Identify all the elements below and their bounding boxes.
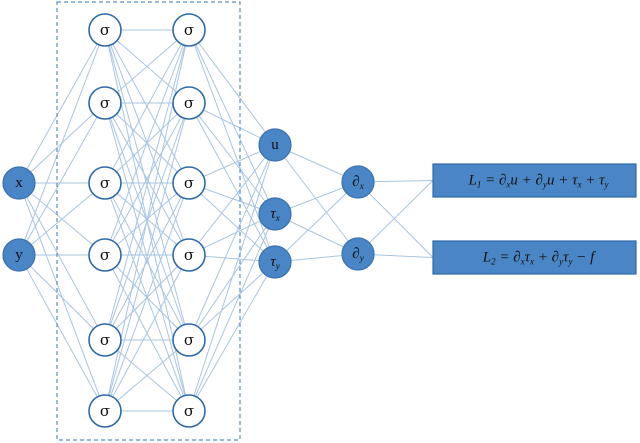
hidden-layer-1-neuron: σ bbox=[88, 166, 122, 200]
edge-input-hidden1 bbox=[18, 254, 106, 412]
edge-hidden1-hidden2 bbox=[104, 29, 190, 104]
output-label-tau_y: τy bbox=[270, 254, 279, 271]
input-node-y: y bbox=[2, 238, 36, 272]
edge-hidden2-output bbox=[188, 261, 276, 412]
hidden-layer-1-neuron: σ bbox=[88, 13, 122, 47]
output-node-tau_y: τy bbox=[258, 245, 292, 279]
edge-hidden2-output bbox=[188, 144, 276, 412]
edge-hidden1-hidden2 bbox=[104, 339, 190, 412]
edge-hidden1-hidden2 bbox=[104, 29, 190, 341]
network-nodes: x y σ σ σ σ σ σ σ σ σ σ σ σ u τx τy ∂x ∂y bbox=[2, 13, 375, 428]
edge-derivative-loss bbox=[357, 181, 434, 258]
hidden-layer-1-neuron: σ bbox=[88, 323, 122, 357]
hidden-layer-2-neuron: σ bbox=[172, 166, 206, 200]
input-node-x: x bbox=[2, 166, 36, 200]
edge-hidden1-hidden2 bbox=[104, 102, 190, 412]
sigma-label: σ bbox=[184, 246, 194, 264]
derivative-label-dx: ∂x bbox=[352, 174, 363, 191]
edge-derivative-loss bbox=[357, 180, 434, 255]
edge-input-hidden1 bbox=[18, 254, 106, 341]
edge-hidden2-output bbox=[188, 29, 276, 146]
edge-hidden2-output bbox=[188, 29, 276, 263]
loss-equation-L1: L1 = ∂xu + ∂yu + τx + τy bbox=[468, 173, 609, 190]
sigma-label: σ bbox=[184, 21, 194, 39]
edge-output-derivative bbox=[274, 144, 359, 255]
edge-input-hidden1 bbox=[18, 29, 106, 256]
edge-hidden2-output bbox=[188, 144, 276, 256]
sigma-label: σ bbox=[100, 402, 110, 420]
sigma-label: σ bbox=[100, 246, 110, 264]
loss-box-L1: L1 = ∂xu + ∂yu + τx + τy bbox=[432, 163, 637, 198]
hidden-layer-2-neuron: σ bbox=[172, 394, 206, 428]
edge-hidden1-hidden2 bbox=[104, 182, 190, 412]
edge-hidden2-output bbox=[188, 213, 276, 412]
hidden-layer-2-neuron: σ bbox=[172, 86, 206, 120]
input-label-y: y bbox=[15, 247, 23, 263]
edge-input-hidden1 bbox=[18, 102, 106, 256]
sigma-label: σ bbox=[184, 94, 194, 112]
edge-input-hidden1 bbox=[18, 182, 106, 256]
sigma-label: σ bbox=[100, 331, 110, 349]
edge-input-hidden1 bbox=[18, 29, 106, 184]
hidden-layers-dashed-box bbox=[56, 1, 241, 441]
hidden-layer-1-neuron: σ bbox=[88, 86, 122, 120]
edge-hidden2-output bbox=[188, 182, 276, 263]
hidden-layer-1-neuron: σ bbox=[88, 238, 122, 272]
sigma-label: σ bbox=[100, 174, 110, 192]
edge-hidden1-hidden2 bbox=[104, 102, 190, 256]
edge-hidden1-hidden2 bbox=[104, 182, 190, 341]
sigma-label: σ bbox=[100, 94, 110, 112]
edge-hidden2-output bbox=[188, 29, 276, 215]
loss-equation-L2: L2 = ∂xτx + ∂yτy − f bbox=[482, 250, 596, 267]
derivative-node-dy: ∂y bbox=[341, 237, 375, 271]
loss-equations: L1 = ∂xu + ∂yu + τx + τy L2 = ∂xτx + ∂yτy… bbox=[432, 163, 637, 275]
edge-hidden2-output bbox=[188, 102, 276, 215]
edge-input-hidden1 bbox=[18, 182, 106, 341]
hidden-layer-2-neuron: σ bbox=[172, 13, 206, 47]
edge-hidden1-hidden2 bbox=[104, 29, 190, 256]
edge-hidden1-hidden2 bbox=[104, 254, 190, 412]
output-node-u: u bbox=[258, 128, 292, 162]
edge-hidden1-hidden2 bbox=[104, 29, 190, 184]
hidden-layer-1-neuron: σ bbox=[88, 394, 122, 428]
sigma-label: σ bbox=[184, 402, 194, 420]
edge-hidden2-output bbox=[188, 261, 276, 341]
connection-edges bbox=[18, 29, 434, 412]
edge-hidden2-output bbox=[188, 144, 276, 341]
sigma-label: σ bbox=[184, 174, 194, 192]
derivative-node-dx: ∂x bbox=[341, 165, 375, 199]
hidden-layer-2-neuron: σ bbox=[172, 323, 206, 357]
hidden-layer-2-neuron: σ bbox=[172, 238, 206, 272]
loss-box-L2: L2 = ∂xτx + ∂yτy − f bbox=[432, 240, 637, 275]
output-node-tau_x: τx bbox=[258, 197, 292, 231]
output-label-tau_x: τx bbox=[270, 206, 279, 223]
sigma-label: σ bbox=[184, 331, 194, 349]
edge-output-derivative bbox=[274, 181, 359, 263]
output-label-u: u bbox=[271, 137, 279, 153]
input-label-x: x bbox=[15, 175, 23, 191]
sigma-label: σ bbox=[100, 21, 110, 39]
derivative-label-dy: ∂y bbox=[352, 246, 363, 263]
